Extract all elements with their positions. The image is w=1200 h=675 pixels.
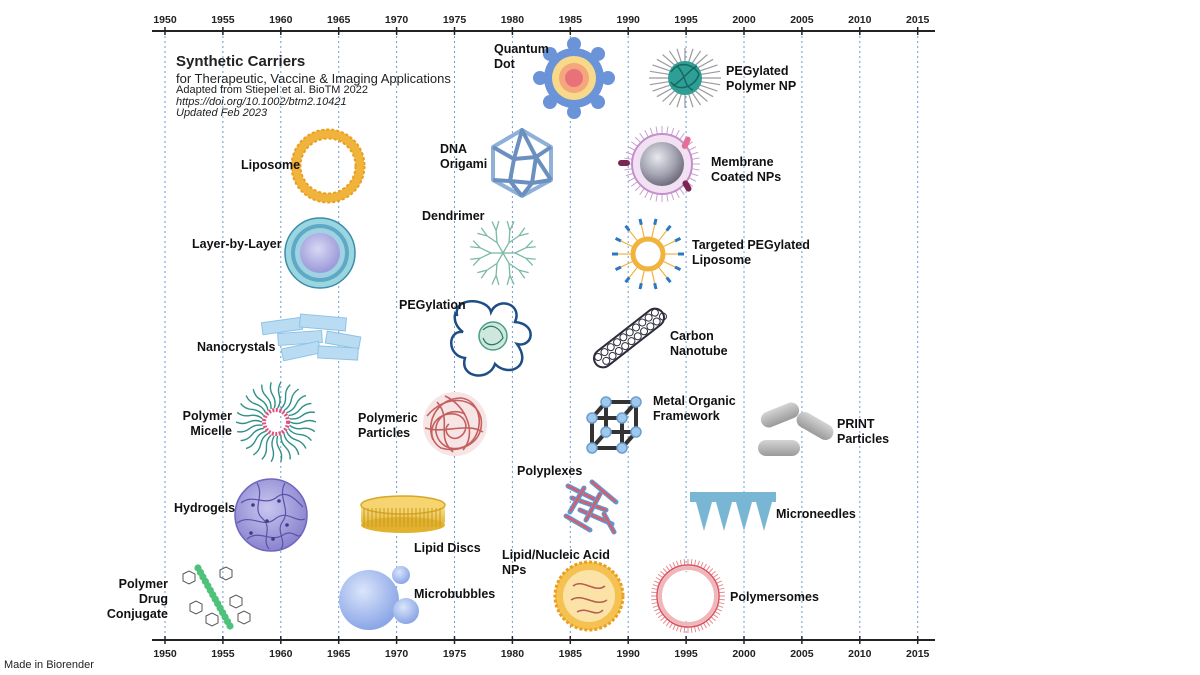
polyplexes-icon — [563, 479, 619, 535]
top-year-label: 1950 — [153, 14, 177, 26]
label-layer-by-layer: Layer-by-Layer — [192, 237, 282, 251]
label-targeted-pegylated-liposome: Targeted PEGylated Liposome — [692, 238, 810, 267]
dna-origami-icon — [491, 128, 553, 198]
axis-ticks — [164, 27, 919, 644]
top-year-label: 1975 — [443, 14, 467, 26]
top-year-label: 1995 — [674, 14, 698, 26]
label-microbubbles: Microbubbles — [414, 587, 496, 601]
label-membrane-coated-nps: Membrane Coated NPs — [711, 155, 782, 184]
lipid-nucleic-acid-nps-icon — [553, 560, 625, 632]
bottom-year-label: 2000 — [732, 648, 756, 660]
label-lipid-nucleic-acid-nps: Lipid/Nucleic Acid NPs — [502, 548, 610, 577]
figure-updated: Updated Feb 2023 — [176, 107, 268, 120]
quantum-dot-icon — [533, 37, 615, 119]
top-year-label: 1965 — [327, 14, 351, 26]
label-pegylation: PEGylation — [399, 298, 466, 312]
figure-doi: https://doi.org/10.1002/btm2.10421 — [176, 95, 347, 108]
bottom-year-label: 1960 — [269, 648, 293, 660]
hydrogels-icon — [234, 478, 308, 552]
bottom-year-label: 1995 — [674, 648, 698, 660]
bottom-year-label: 1990 — [617, 648, 641, 660]
bottom-year-label: 2005 — [790, 648, 814, 660]
microbubbles-icon — [339, 566, 419, 630]
bottom-year-label: 1955 — [211, 648, 235, 660]
top-year-label: 1955 — [211, 14, 235, 26]
pegylated-polymer-np-icon — [649, 48, 721, 108]
metal-organic-framework-icon — [586, 396, 642, 454]
layer-by-layer-icon — [284, 217, 356, 289]
top-year-label: 1985 — [559, 14, 583, 26]
label-polymeric-particles: Polymeric Particles — [358, 411, 418, 440]
print-particles-icon — [758, 402, 834, 456]
top-year-label: 2005 — [790, 14, 814, 26]
nanocrystals-icon — [260, 313, 362, 362]
pegylation-icon — [450, 300, 532, 377]
bottom-year-label: 1975 — [443, 648, 467, 660]
label-metal-organic-framework: Metal Organic Framework — [653, 394, 736, 423]
top-year-label: 1960 — [269, 14, 293, 26]
top-year-label: 2000 — [732, 14, 756, 26]
bottom-year-label: 1950 — [153, 648, 177, 660]
figure-source: Adapted from Stiepel et al. BioTM 2022 — [176, 84, 368, 97]
polymer-drug-conjugate-icon — [182, 564, 251, 630]
liposome-icon — [290, 128, 366, 204]
top-year-label: 1970 — [385, 14, 409, 26]
label-quantum-dot: Quantum Dot — [494, 42, 549, 71]
figure-subtitle: for Therapeutic, Vaccine & Imaging Appli… — [176, 70, 451, 86]
top-year-label: 2015 — [906, 14, 930, 26]
label-print-particles: PRINT Particles — [837, 417, 890, 446]
membrane-coated-nps-icon — [618, 126, 700, 202]
top-year-label: 1980 — [501, 14, 525, 26]
label-nanocrystals: Nanocrystals — [197, 340, 276, 354]
bottom-year-label: 1980 — [501, 648, 525, 660]
label-dna-origami: DNA Origami — [440, 142, 488, 171]
polymersomes-icon — [651, 559, 725, 633]
dendrimer-icon — [470, 220, 536, 286]
bottom-year-label: 1985 — [559, 648, 583, 660]
label-polymersomes: Polymersomes — [730, 590, 819, 604]
lipid-discs-icon — [360, 495, 446, 533]
top-year-label: 2010 — [848, 14, 872, 26]
label-polyplexes: Polyplexes — [517, 464, 583, 478]
label-pegylated-polymer-np: PEGylated Polymer NP — [726, 64, 797, 93]
label-lipid-discs: Lipid Discs — [414, 541, 481, 555]
top-year-label: 1990 — [617, 14, 641, 26]
targeted-pegylated-liposome-icon — [612, 218, 684, 290]
microneedles-icon — [690, 492, 776, 531]
label-carbon-nanotube: Carbon Nanotube — [670, 329, 728, 358]
figure-title: Synthetic Carriers — [176, 53, 306, 70]
bottom-year-label: 1970 — [385, 648, 409, 660]
footer-credit: Made in Biorender — [4, 659, 94, 671]
polymer-micelle-icon — [235, 381, 317, 463]
bottom-year-label: 2015 — [906, 648, 930, 660]
label-liposome: Liposome — [241, 158, 301, 172]
label-polymer-micelle: Polymer Micelle — [182, 409, 232, 438]
label-polymer-drug-conjugate: Polymer Drug Conjugate — [106, 577, 168, 621]
label-microneedles: Microneedles — [776, 507, 856, 521]
label-dendrimer: Dendrimer — [422, 209, 485, 223]
bottom-year-label: 2010 — [848, 648, 872, 660]
bottom-year-label: 1965 — [327, 648, 351, 660]
polymeric-particles-icon — [423, 392, 487, 456]
label-hydrogels: Hydrogels — [174, 501, 236, 515]
carbon-nanotube-icon — [592, 307, 667, 369]
figure-header: Synthetic Carriers for Therapeutic, Vacc… — [176, 54, 451, 120]
